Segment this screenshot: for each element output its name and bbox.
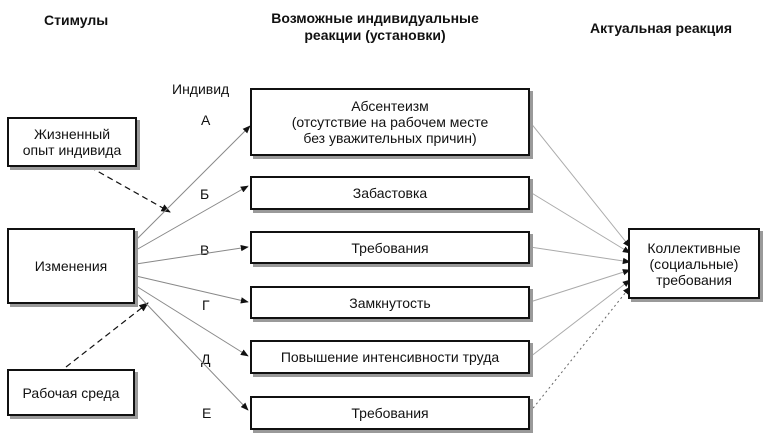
arrow-changes-to-a bbox=[135, 125, 251, 241]
arrow-environment-to-changes bbox=[65, 302, 149, 368]
work-environment-text: Рабочая среда bbox=[22, 384, 120, 401]
reaction-letter: В bbox=[200, 242, 210, 258]
arrow-changes-to-e bbox=[135, 292, 249, 411]
reaction-letter: Д bbox=[201, 351, 211, 367]
reaction-text: Абсентеизм (отсутствие на рабочем месте … bbox=[291, 98, 489, 146]
collective-demands-box: Коллективные (социальные) требования bbox=[628, 228, 760, 299]
arrow-e-to-outcome bbox=[529, 286, 631, 413]
reaction-letter: Б bbox=[200, 186, 210, 202]
header-possible-reactions: Возможные индивидуальные реакции (устано… bbox=[271, 10, 479, 43]
header-stimuli: Стимулы bbox=[44, 12, 109, 28]
collective-demands-text: Коллективные (социальные) требования bbox=[647, 239, 741, 288]
arrow-v-to-outcome bbox=[529, 246, 631, 265]
reaction-text: Требования bbox=[351, 405, 429, 421]
arrow-changes-to-b bbox=[135, 185, 249, 251]
arrow-g-to-outcome bbox=[529, 269, 631, 303]
arrow-a-to-outcome bbox=[529, 121, 631, 248]
arrow-changes-to-v bbox=[135, 244, 249, 265]
reaction-text: Повышение интенсивности труда bbox=[280, 349, 500, 365]
reaction-text: Забастовка bbox=[352, 185, 428, 201]
reaction-box-work-intensity: Повышение интенсивности труда bbox=[250, 340, 530, 374]
header-actual-reaction: Актуальная реакция bbox=[590, 20, 733, 36]
reaction-box-withdrawal: Замкнутость bbox=[250, 286, 530, 319]
changes-text: Изменения bbox=[34, 258, 108, 274]
reaction-box-absenteeism: Абсентеизм (отсутствие на рабочем месте … bbox=[250, 88, 530, 156]
individual-label: Индивид bbox=[172, 81, 230, 97]
reaction-text: Замкнутость bbox=[349, 294, 431, 311]
reaction-letter: А bbox=[201, 112, 211, 128]
reaction-text: Требования bbox=[351, 239, 429, 256]
reaction-box-demands: Требования bbox=[250, 231, 530, 264]
arrow-b-to-outcome bbox=[529, 191, 631, 254]
life-experience-text: Жизненный опыт индивида bbox=[22, 126, 122, 158]
reaction-letter: Г bbox=[202, 297, 210, 313]
arrow-experience-to-changes bbox=[89, 166, 171, 213]
arrow-changes-to-g bbox=[135, 275, 249, 304]
reaction-box-demands-2: Требования bbox=[250, 396, 530, 430]
reaction-letter: Е bbox=[202, 405, 212, 421]
life-experience-box: Жизненный опыт индивида bbox=[7, 117, 137, 167]
reaction-box-strike: Забастовка bbox=[250, 176, 530, 210]
work-environment-box: Рабочая среда bbox=[7, 369, 135, 416]
arrow-d-to-outcome bbox=[529, 279, 631, 358]
changes-box: Изменения bbox=[7, 228, 135, 304]
arrow-changes-to-d bbox=[135, 285, 249, 357]
